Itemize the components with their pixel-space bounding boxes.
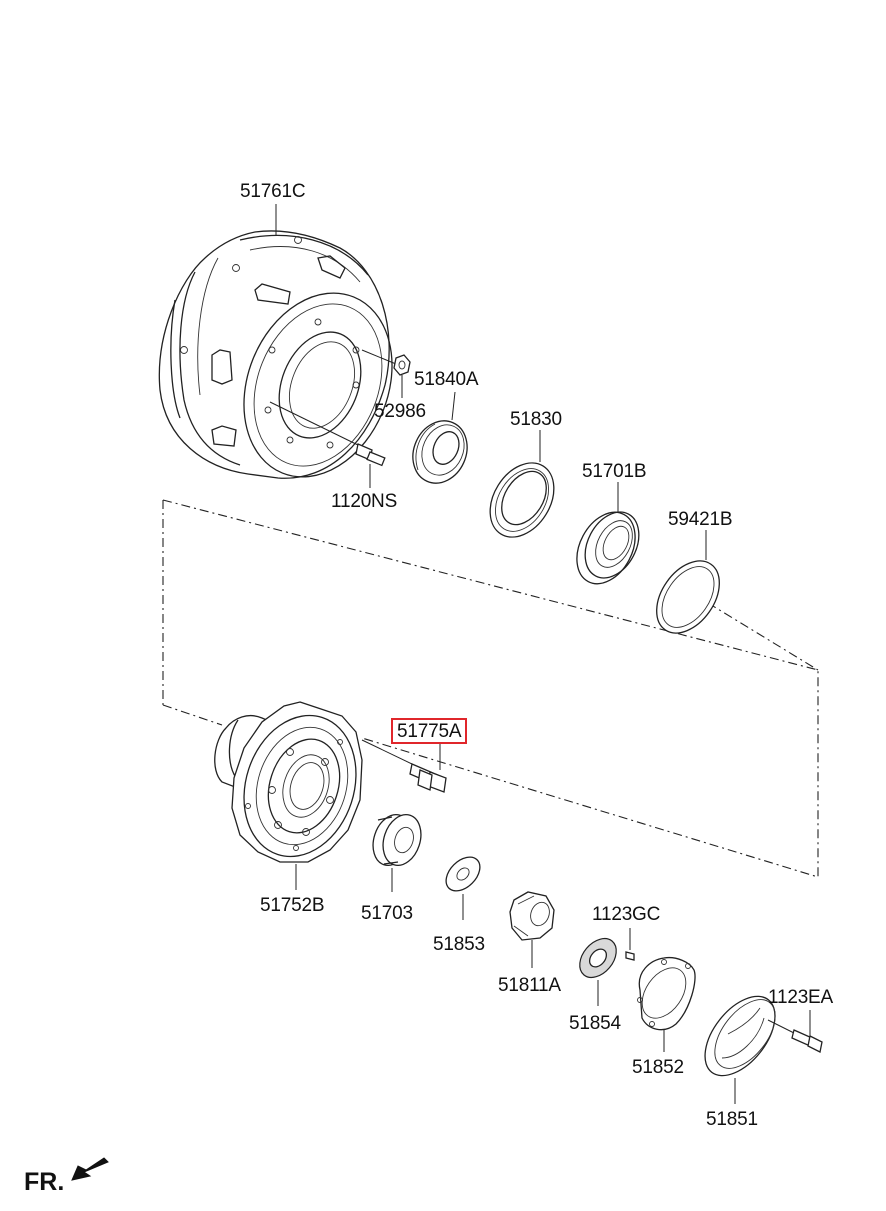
label-51840A[interactable]: 51840A [414,369,479,390]
bolt-1120NS [269,401,386,488]
label-51811A[interactable]: 51811A [498,975,561,996]
direction-label: FR. [24,1168,65,1196]
washer-51853 [445,856,481,920]
label-51752B[interactable]: 51752B [260,895,325,916]
assembly-boundary-lower [162,704,223,726]
hub-cap-51851 [704,995,776,1104]
label-1123EA[interactable]: 1123EA [768,987,834,1008]
label-51703[interactable]: 51703 [361,903,413,924]
screw-1123GC [625,928,635,961]
assembly-boundary-link [707,602,819,671]
nut-51811A [509,891,555,968]
label-59421B[interactable]: 59421B [668,509,733,530]
label-1120NS[interactable]: 1120NS [331,491,398,512]
label-51853[interactable]: 51853 [433,934,485,955]
label-51851[interactable]: 51851 [706,1109,758,1130]
bearing-51703 [372,814,422,892]
gasket-51852 [637,956,696,1052]
label-51701B[interactable]: 51701B [582,461,647,482]
ring-51830 [489,430,555,538]
ring-59421B [656,530,720,634]
assembly-boundary [162,499,819,878]
bolt-1123EA [767,1010,823,1053]
arrow-icon [71,1157,109,1181]
nut-52986 [361,349,411,398]
label-51775A-highlighted[interactable]: 51775A [391,718,468,744]
label-51852[interactable]: 51852 [632,1057,684,1078]
stud-51775A [361,739,447,793]
lock-plate-51854 [579,937,617,1006]
hub-51752B [214,701,363,890]
label-52986[interactable]: 52986 [374,401,426,422]
label-51761C[interactable]: 51761C [240,181,306,202]
label-51830[interactable]: 51830 [510,409,562,430]
label-51854[interactable]: 51854 [569,1013,621,1034]
label-1123GC[interactable]: 1123GC [592,904,661,925]
bearing-51701B [576,482,640,585]
seal-51840A [412,391,468,484]
brake-drum-51761C [158,230,393,479]
